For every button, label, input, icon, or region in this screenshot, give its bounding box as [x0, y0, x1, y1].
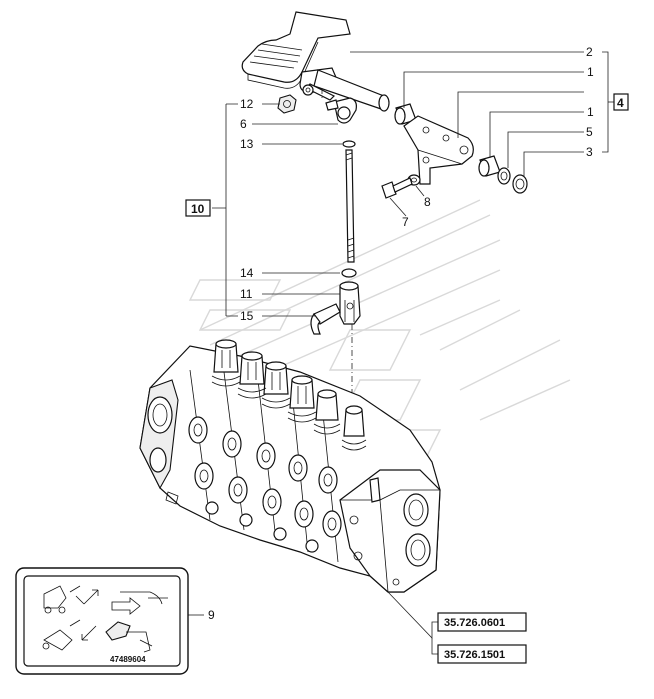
clevis-11: [339, 281, 361, 325]
part-number-1: 35.726.0601: [444, 617, 505, 629]
arrow-up-icon: [83, 589, 99, 605]
nut-12: [277, 94, 297, 114]
callout-7: 7: [402, 215, 409, 229]
pin-15: [310, 303, 341, 335]
bucket-symbol-icon: [42, 619, 81, 651]
callout-labels: 2 1 1 5 3 4 12 6 13 10 8 7 14 11 15 9: [185, 45, 629, 622]
leader-lines: [188, 51, 614, 655]
part-number-box-1: [437, 612, 527, 632]
callout-15: 15: [240, 309, 254, 323]
callout-9: 9: [208, 608, 215, 622]
callout-11: 11: [240, 287, 253, 301]
control-rod: [341, 140, 357, 278]
callout-box-10: [185, 199, 211, 217]
valve-sections: [188, 369, 342, 563]
bolt-7: [381, 177, 413, 199]
seal-3: [512, 174, 528, 194]
callout-5: 5: [586, 125, 593, 139]
mounting-bracket: [403, 115, 474, 185]
spool-tops: [211, 339, 367, 451]
callout-13: 13: [240, 137, 254, 151]
control-decal: 47489604: [15, 567, 189, 675]
bushing-1b: [478, 155, 501, 177]
dump-symbol-icon: [43, 585, 85, 614]
callout-12: 12: [240, 97, 254, 111]
pedal-pressed-icon: [105, 621, 153, 653]
callout-3: 3: [586, 145, 593, 159]
spacer-5: [497, 167, 511, 185]
part-number-box-2: [437, 644, 527, 664]
callout-2: 2: [586, 45, 593, 59]
callout-10: 10: [191, 202, 205, 216]
callout-1-top: 1: [587, 65, 594, 79]
pedal-forward-icon: [111, 591, 168, 615]
bracket-assembly: [381, 103, 528, 199]
callout-8: 8: [424, 195, 431, 209]
pedal-assembly: [241, 11, 390, 124]
control-valve-block: [139, 339, 441, 593]
arrow-down-icon: [81, 625, 97, 641]
part-number-2: 35.726.1501: [444, 649, 505, 661]
callout-14: 14: [240, 266, 254, 280]
callout-box-4: [613, 93, 629, 111]
washer-14: [341, 268, 357, 278]
part-number-refs: 35.726.0601 35.726.1501: [437, 612, 527, 664]
callout-4: 4: [617, 96, 624, 110]
ball-joint-6: [325, 97, 357, 124]
callout-1-lower: 1: [587, 105, 594, 119]
callout-6: 6: [240, 117, 247, 131]
decal-code: 47489604: [110, 655, 146, 664]
